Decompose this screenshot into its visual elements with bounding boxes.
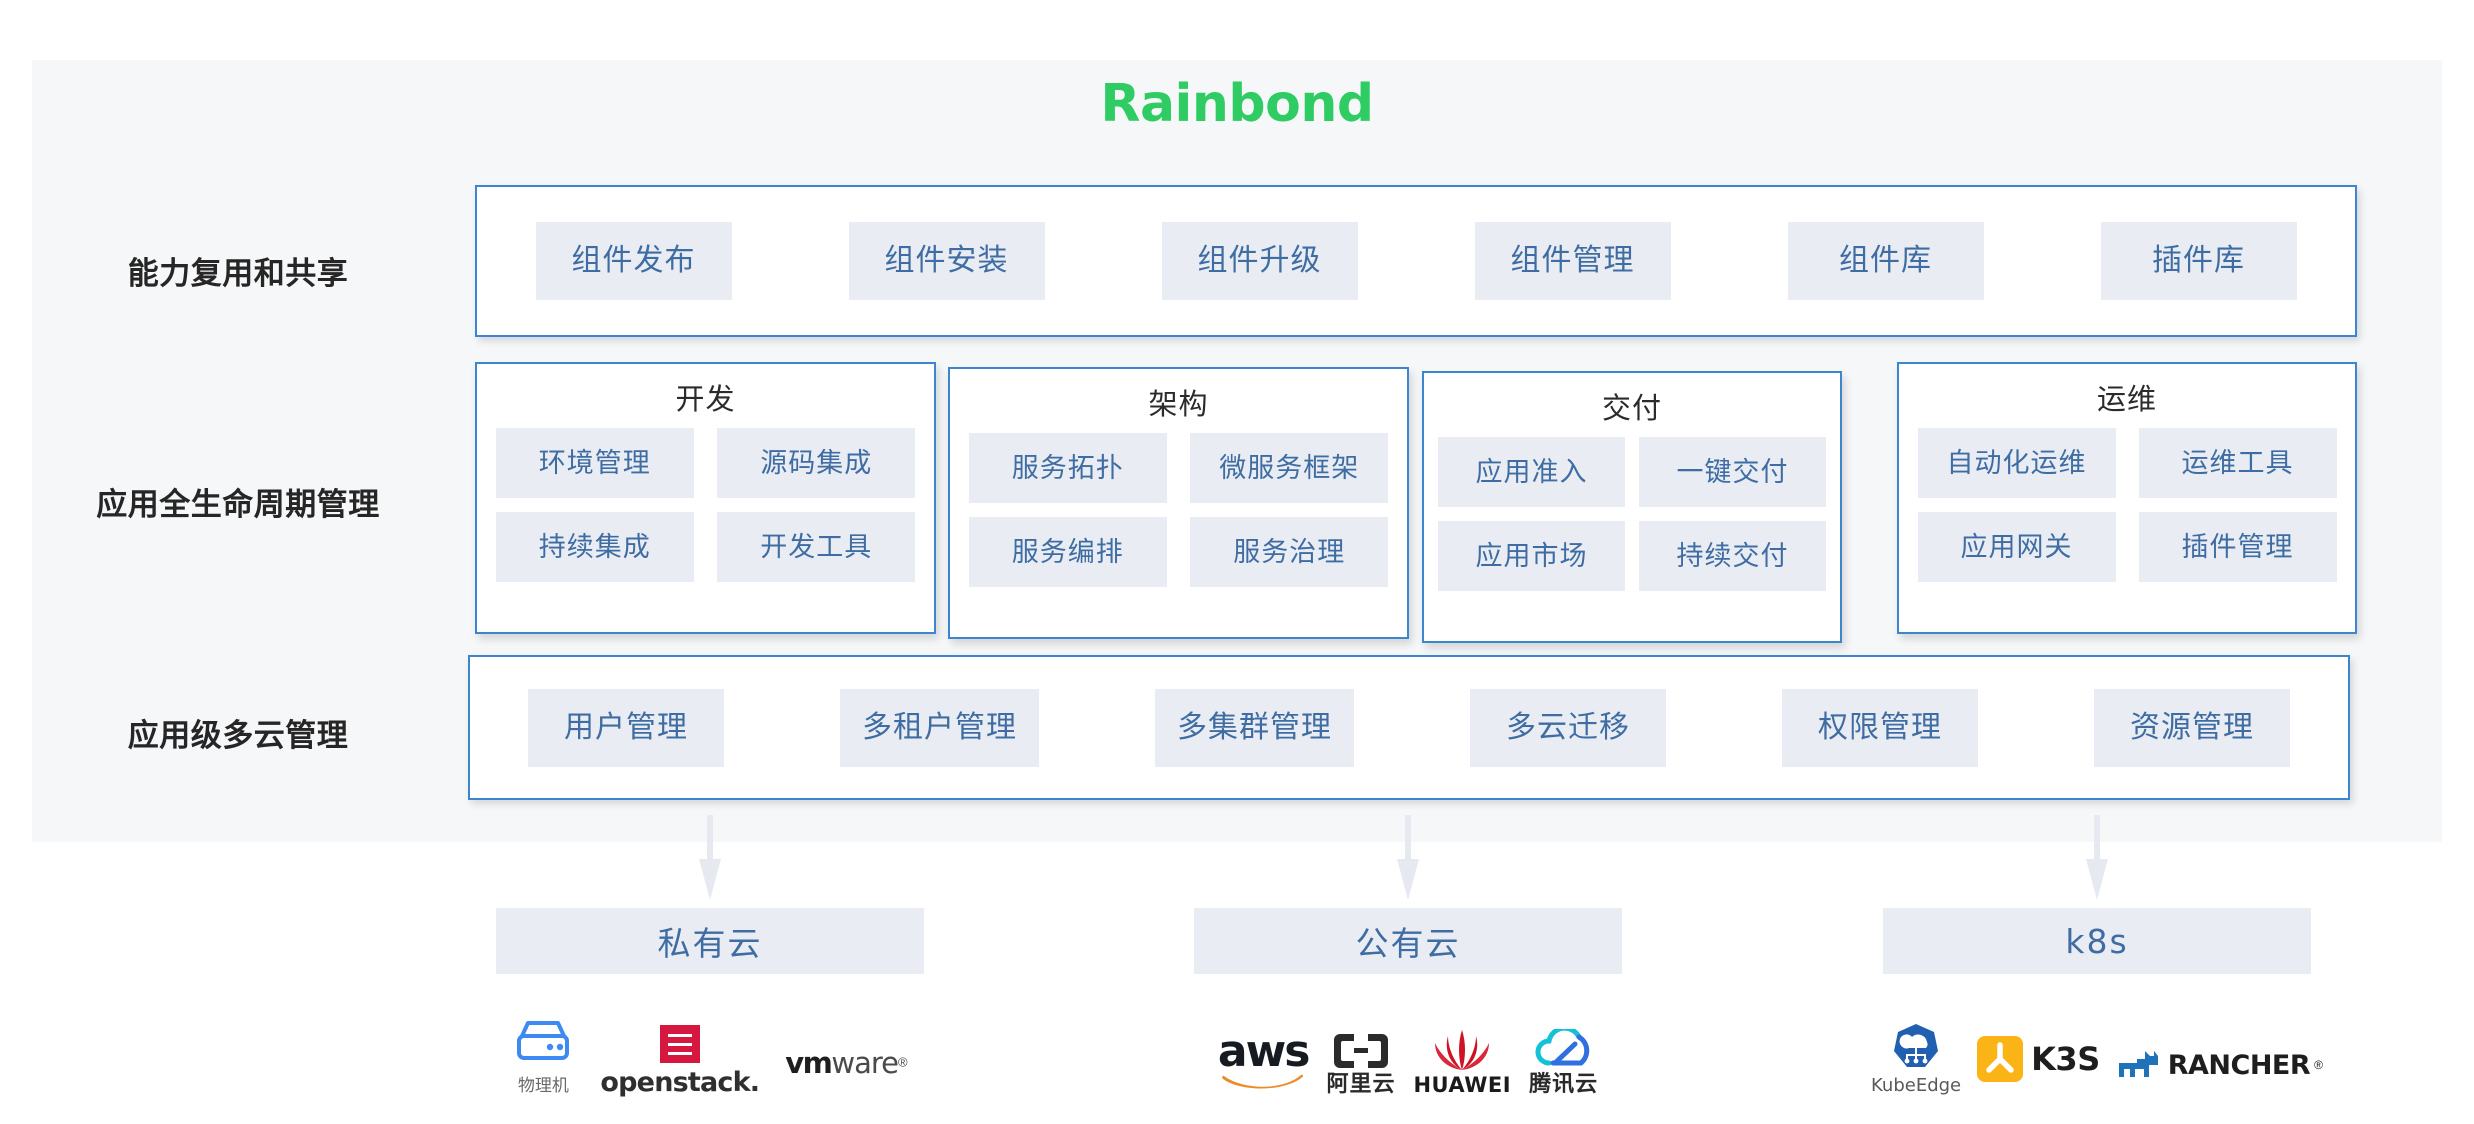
logo-huawei: HUAWEI (1413, 1028, 1511, 1096)
chip-service-topology[interactable]: 服务拓扑 (968, 433, 1167, 503)
group-title-delivery: 交付 (1601, 391, 1662, 425)
chip-plugin-management[interactable]: 插件管理 (2138, 512, 2337, 582)
logo-row-k8s: KubeEdge K3S RANCHER ® (1871, 1000, 2323, 1096)
kubeedge-icon (1894, 1024, 1939, 1067)
tencent-cloud-icon (1535, 1029, 1589, 1066)
logo-aliyun: 阿里云 (1326, 1031, 1395, 1096)
logo-caption-kubeedge: KubeEdge (1871, 1075, 1962, 1096)
group-card-architecture: 架构 服务拓扑 微服务框架 服务编排 服务治理 (948, 367, 1409, 639)
group-card-development: 开发 环境管理 源码集成 持续集成 开发工具 (475, 362, 936, 634)
chip-component-install[interactable]: 组件安装 (848, 222, 1045, 300)
arrow-down-k8s-icon (2086, 815, 2108, 900)
row-label-capability-reuse: 能力复用和共享 (127, 256, 349, 292)
platform-title-public-cloud: 公有云 (1194, 908, 1622, 974)
group-grid-development: 环境管理 源码集成 持续集成 开发工具 (477, 428, 934, 582)
chip-multicloud-migration[interactable]: 多云迁移 (1470, 688, 1666, 767)
vmware-registered-mark: ® (897, 1054, 908, 1070)
huawei-flower-icon (1435, 1030, 1490, 1070)
chip-plugin-library[interactable]: 插件库 (2100, 222, 2297, 300)
chip-continuous-delivery[interactable]: 持续交付 (1639, 521, 1826, 591)
chip-permission-management[interactable]: 权限管理 (1782, 688, 1978, 767)
logo-tencent-cloud: 腾讯云 (1529, 1029, 1598, 1096)
arrow-down-private-cloud-icon (699, 815, 721, 900)
chip-app-admission[interactable]: 应用准入 (1438, 437, 1625, 507)
platform-title-k8s: k8s (1883, 908, 2311, 974)
chip-multi-tenant[interactable]: 多租户管理 (840, 688, 1039, 767)
row-label-lifecycle: 应用全生命周期管理 (96, 487, 380, 523)
logo-openstack: openstack. (600, 1022, 760, 1098)
chip-service-orchestration[interactable]: 服务编排 (968, 517, 1167, 587)
logo-caption-tencent-cloud: 腾讯云 (1529, 1072, 1599, 1097)
server-icon (517, 1021, 570, 1060)
logo-caption-openstack: openstack. (600, 1067, 760, 1098)
group-title-development: 开发 (675, 382, 736, 416)
multicloud-band: 用户管理 多租户管理 多集群管理 多云迁移 权限管理 资源管理 (468, 655, 2350, 800)
arrow-down-public-cloud-icon (1397, 815, 1419, 900)
chip-component-publish[interactable]: 组件发布 (535, 222, 732, 300)
k3s-wordmark: K3S (2031, 1040, 2100, 1078)
platform-public-cloud: 公有云 aws 阿里云 HUAWEI (1194, 908, 1622, 1096)
logo-k3s: K3S (1977, 1036, 2100, 1096)
group-card-operations: 运维 自动化运维 运维工具 应用网关 插件管理 (1897, 362, 2357, 634)
logo-caption-aliyun: 阿里云 (1326, 1072, 1396, 1097)
chip-ops-tools[interactable]: 运维工具 (2138, 428, 2337, 498)
logo-aws: aws (1217, 1025, 1311, 1096)
chip-resource-management[interactable]: 资源管理 (2094, 688, 2290, 767)
logo-kubeedge: KubeEdge (1871, 1022, 1961, 1096)
openstack-icon (659, 1025, 700, 1063)
logo-row-private-cloud: 物理机 openstack. vmware® (496, 1000, 924, 1096)
aws-wordmark: aws (1217, 1025, 1311, 1077)
chip-env-management[interactable]: 环境管理 (495, 428, 694, 498)
chip-component-upgrade[interactable]: 组件升级 (1161, 222, 1358, 300)
rancher-wordmark: RANCHER (2167, 1049, 2311, 1081)
k3s-mark-icon (1977, 1036, 2024, 1082)
group-grid-delivery: 应用准入 一键交付 应用市场 持续交付 (1424, 437, 1840, 591)
chip-microservice-framework[interactable]: 微服务框架 (1190, 433, 1389, 503)
logo-caption-physical-server: 物理机 (517, 1076, 569, 1096)
platform-k8s: k8s KubeEdge K3S RANCHER (1871, 908, 2323, 1096)
rancher-registered-mark: ® (2314, 1058, 2324, 1072)
rancher-cow-icon (2118, 1051, 2158, 1077)
vmware-wordmark-bold: vm (785, 1046, 833, 1080)
group-title-architecture: 架构 (1148, 387, 1209, 421)
platform-title-private-cloud: 私有云 (496, 908, 924, 974)
aws-smile-icon (1222, 1074, 1304, 1089)
group-grid-operations: 自动化运维 运维工具 应用网关 插件管理 (1899, 428, 2355, 582)
group-title-operations: 运维 (2096, 382, 2157, 416)
vmware-wordmark: vmware® (785, 1049, 907, 1078)
aliyun-icon (1333, 1034, 1388, 1068)
chip-app-gateway[interactable]: 应用网关 (1917, 512, 2116, 582)
group-grid-architecture: 服务拓扑 微服务框架 服务编排 服务治理 (950, 433, 1407, 587)
chip-multi-cluster[interactable]: 多集群管理 (1155, 688, 1354, 767)
chip-app-market[interactable]: 应用市场 (1438, 521, 1625, 591)
chip-user-management[interactable]: 用户管理 (528, 688, 724, 767)
chip-component-manage[interactable]: 组件管理 (1474, 222, 1671, 300)
chip-service-governance[interactable]: 服务治理 (1190, 517, 1389, 587)
logo-vmware: vmware® (785, 1049, 907, 1096)
logo-caption-huawei: HUAWEI (1413, 1073, 1512, 1097)
vmware-wordmark-light: ware (831, 1046, 899, 1080)
capability-reuse-band: 组件发布 组件安装 组件升级 组件管理 组件库 插件库 (475, 185, 2357, 337)
chip-dev-tools[interactable]: 开发工具 (717, 512, 916, 582)
brand-title: Rainbond (1100, 74, 1374, 134)
chip-one-click-delivery[interactable]: 一键交付 (1639, 437, 1826, 507)
chip-automated-ops[interactable]: 自动化运维 (1917, 428, 2116, 498)
group-card-delivery: 交付 应用准入 一键交付 应用市场 持续交付 (1422, 371, 1842, 643)
platform-private-cloud: 私有云 物理机 openstack. vmwar (496, 908, 924, 1096)
chip-source-integration[interactable]: 源码集成 (717, 428, 916, 498)
chip-component-library[interactable]: 组件库 (1787, 222, 1984, 300)
row-label-multicloud: 应用级多云管理 (127, 718, 349, 754)
chip-continuous-integration[interactable]: 持续集成 (495, 512, 694, 582)
logo-physical-server: 物理机 (512, 1016, 574, 1096)
logo-rancher: RANCHER ® (2116, 1048, 2323, 1096)
logo-row-public-cloud: aws 阿里云 HUAWEI (1194, 1000, 1622, 1096)
